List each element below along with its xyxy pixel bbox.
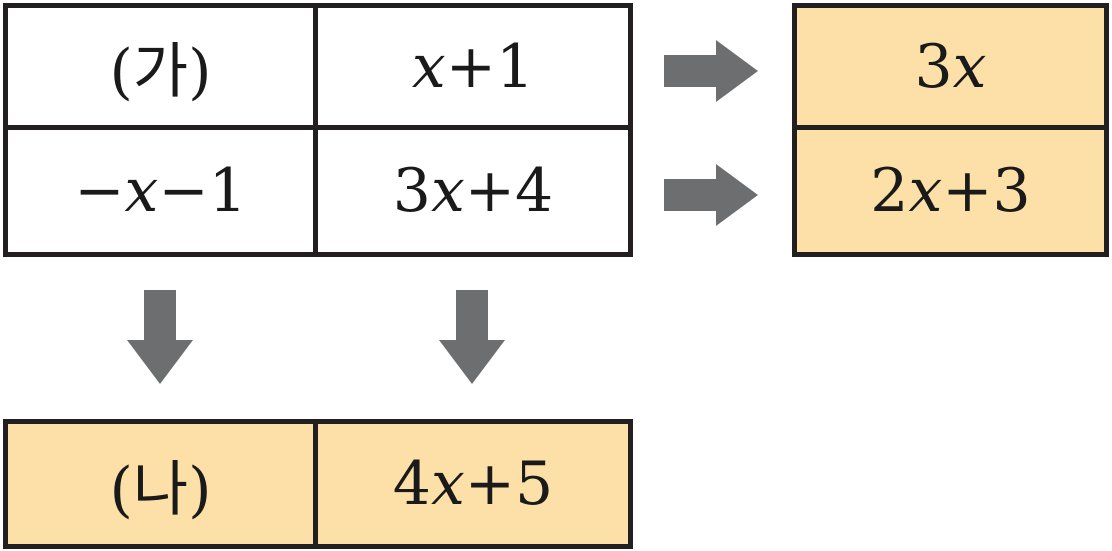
minus-sign: − [74, 156, 125, 226]
arrow-right-icon [664, 40, 760, 102]
variable-x: x [430, 156, 465, 226]
variable-x: x [952, 31, 987, 102]
term-plus-4: +4 [464, 156, 554, 226]
term-minus-1: −1 [158, 156, 247, 226]
variable-x: x [124, 156, 159, 226]
variable-x: x [430, 449, 465, 519]
cell-na: (나) [8, 424, 318, 544]
variable-x: x [411, 31, 446, 102]
variable-x: x [908, 156, 943, 226]
term-plus-1: +1 [445, 31, 535, 102]
arrow-right-icon [664, 164, 760, 226]
term-plus-5: +5 [464, 449, 554, 519]
cell-ga-label: (가) [109, 37, 212, 107]
cell-neg-x-minus-1: −x−1 [8, 130, 318, 252]
cell-x-plus-1: x+1 [318, 8, 628, 130]
coefficient-3: 3 [914, 31, 953, 102]
arrow-down-icon [127, 290, 193, 384]
cell-na-label: (나) [109, 454, 212, 525]
cell-ga: (가) [8, 8, 318, 130]
coefficient-2: 2 [870, 156, 909, 226]
arrow-down-icon [439, 290, 505, 384]
coefficient-3: 3 [392, 156, 431, 226]
coefficient-4: 4 [392, 449, 431, 519]
term-plus-3: +3 [942, 156, 1031, 226]
